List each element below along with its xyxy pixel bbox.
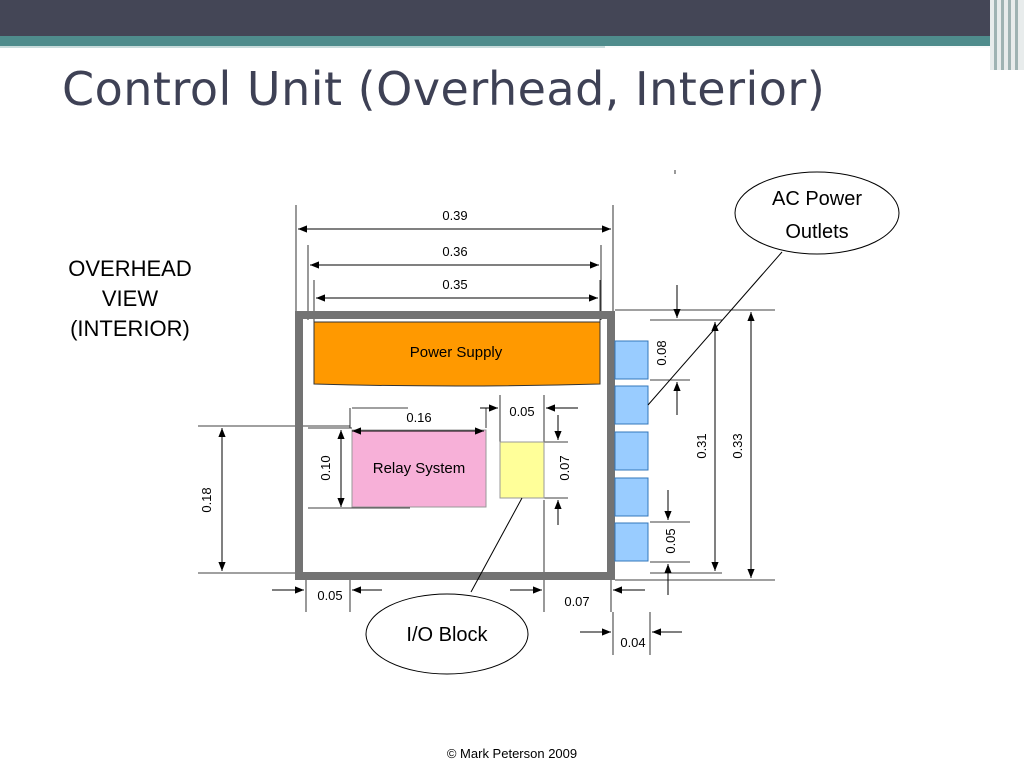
dim-label-io-width: 0.05 [509, 404, 534, 419]
dimension-arrows [218, 225, 755, 636]
callout-ac-outlets-line: Outlets [785, 221, 848, 243]
dim-label-io-height: 0.07 [557, 455, 572, 480]
power-supply: Power Supply [313, 321, 601, 387]
outlet [614, 340, 649, 380]
dim-label-outlet-depth: 0.04 [620, 635, 645, 650]
callout-ac-outlets: AC Power Outlets [647, 171, 900, 406]
callout-io-block-label: I/O Block [406, 624, 488, 646]
dim-label-relay-width: 0.16 [406, 410, 431, 425]
callout-ac-outlets-line: AC Power [772, 188, 862, 210]
slide-header-bar [0, 0, 1024, 70]
dim-label-outer-depth: 0.33 [730, 433, 745, 458]
dim-label-relay-section-height: 0.18 [199, 487, 214, 512]
power-supply-label: Power Supply [410, 344, 503, 361]
outlet [614, 431, 649, 471]
relay-system-label: Relay System [373, 460, 466, 477]
enclosure-wall [295, 311, 615, 580]
dim-label-outlet-height: 0.08 [654, 340, 669, 365]
view-caption-line: (INTERIOR) [70, 316, 190, 341]
relay-system: Relay System [351, 429, 487, 508]
view-caption: OVERHEAD VIEW (INTERIOR) [40, 254, 220, 344]
slide-title: Control Unit (Overhead, Interior) [62, 62, 826, 116]
dim-label-enclosure-inner-width: 0.36 [442, 244, 467, 259]
io-block [499, 441, 545, 499]
outlet [614, 385, 649, 425]
callout-io-block: I/O Block [365, 497, 529, 675]
view-caption-line: VIEW [101, 286, 159, 311]
copyright-footer: © Mark Peterson 2009 [446, 746, 578, 761]
dim-label-power-supply-width: 0.35 [442, 277, 467, 292]
dim-label-outlet-gap: 0.05 [663, 528, 678, 553]
dim-label-inner-depth: 0.31 [694, 433, 709, 458]
extension-lines [198, 170, 775, 655]
dim-label-left-offset: 0.05 [317, 588, 342, 603]
dimension-labels: 0.39 0.36 0.35 0.16 0.05 0.05 0.07 0.04 … [199, 208, 745, 650]
ac-outlets [614, 340, 649, 562]
dim-label-enclosure-outer-width: 0.39 [442, 208, 467, 223]
dim-label-right-offset: 0.07 [564, 594, 589, 609]
view-caption-line: OVERHEAD [68, 256, 192, 281]
dim-label-relay-height: 0.10 [318, 455, 333, 480]
outlet [614, 477, 649, 517]
outlet [614, 522, 649, 562]
